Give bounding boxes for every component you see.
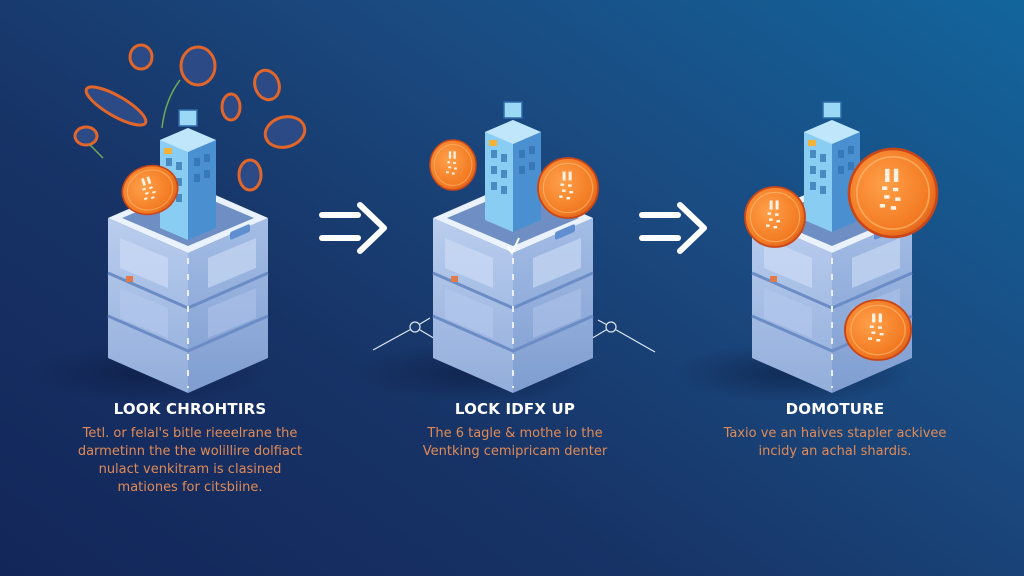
step-2-description-line: The 6 tagle & mothe io the — [427, 426, 603, 441]
step-1-description-line: nulact venkitram is clasined — [98, 462, 282, 477]
step-3-caption: DOMOTURE Taxio ve an haives stapler acki… — [700, 400, 970, 461]
step-2-title: LOCK IDFX UP — [454, 400, 576, 418]
step-1-description-line: darmetinn the the wolillire dolfiact — [77, 444, 303, 459]
step-1-caption: LOOK CHROHTIRS Tetl. or felal's bitle ri… — [60, 400, 320, 497]
step-2-description-line: Ventking cemipricam denter — [422, 444, 608, 459]
checkmark-icon — [506, 237, 520, 255]
step-1-description-line: Tetl. or felal's bitle rieeelrane the — [82, 426, 298, 441]
step-3-description-line: incidy an achal shardis. — [758, 444, 912, 459]
floating-coins — [73, 43, 307, 192]
step-1-description-line: mationes for citsbiine. — [117, 480, 263, 495]
step-2-caption: LOCK IDFX UP The 6 tagle & mothe io the … — [395, 400, 635, 461]
step-1-description: Tetl. or felal's bitle rieeelrane the da… — [60, 425, 320, 497]
arrow-icon-1 — [319, 202, 387, 254]
step-3-illustration — [670, 101, 937, 400]
illustrations — [26, 43, 1024, 400]
step-1-title: LOOK CHROHTIRS — [113, 400, 267, 418]
step-3-description-line: Taxio ve an haives stapler ackivee — [723, 426, 947, 441]
step-3-title: DOMOTURE — [785, 400, 885, 418]
step-2-illustration — [351, 101, 656, 400]
step-3-description: Taxio ve an haives stapler ackivee incid… — [700, 425, 970, 461]
step-2-description: The 6 tagle & mothe io the Ventking cemi… — [395, 425, 635, 461]
step-1-illustration — [26, 43, 307, 400]
arrow-icon-2 — [639, 202, 707, 254]
